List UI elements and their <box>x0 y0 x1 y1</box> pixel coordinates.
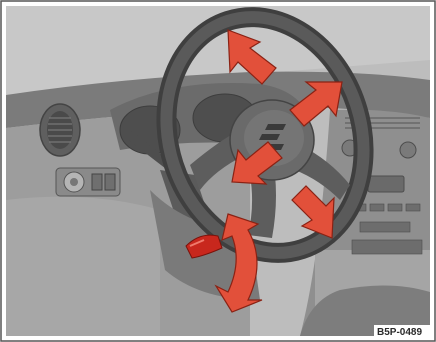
air-vent-icon <box>40 104 80 156</box>
light-switch-icon <box>56 168 120 196</box>
dashboard-left-shade <box>6 197 160 336</box>
radio-display <box>368 176 404 192</box>
radio-knob-right <box>400 142 416 158</box>
figure-code: B5P-0489 <box>377 327 422 338</box>
